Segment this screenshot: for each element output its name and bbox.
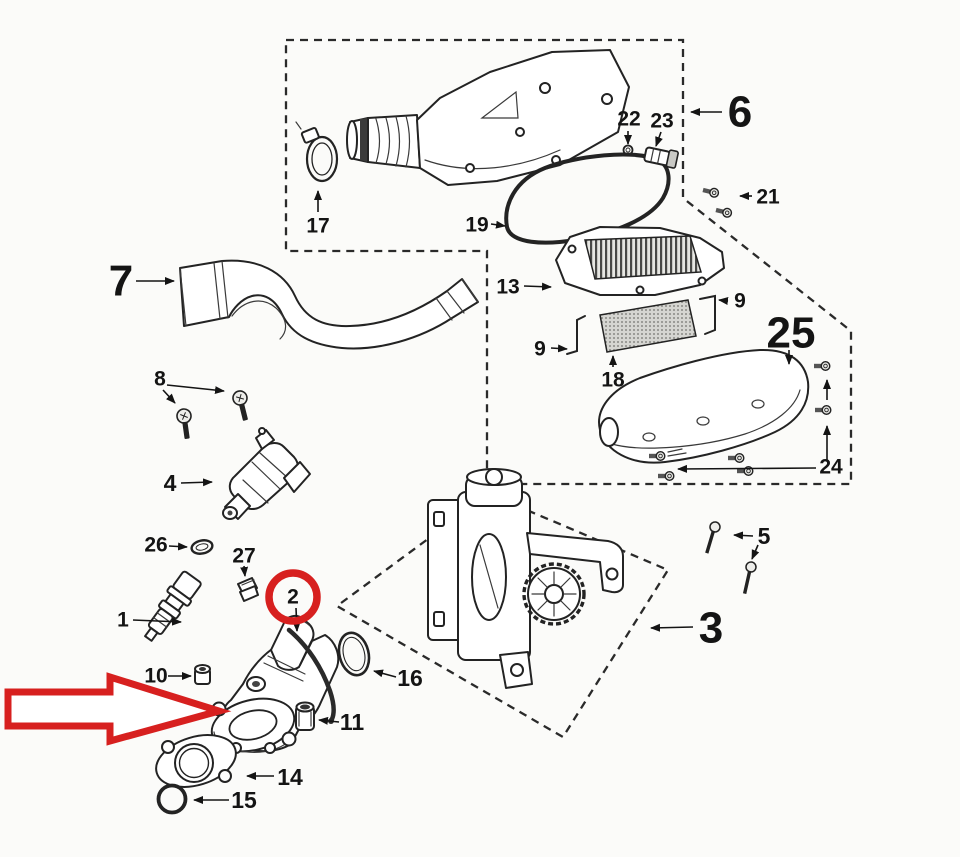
callout-8: 8 [154,368,166,391]
callout-6: 6 [728,88,752,137]
clip-left [566,315,586,355]
manifold-gasket [155,734,237,788]
clip-27 [237,577,259,602]
fuel-injector [144,570,202,642]
callout-1: 1 [117,609,129,632]
callout-26: 26 [144,534,167,557]
rubber-plug [643,146,679,169]
callout-15: 15 [231,787,257,813]
air-valve [222,427,311,520]
o-ring-26 [190,539,214,555]
callout-22: 22 [617,108,640,131]
red-highlight-arrow [4,672,232,746]
o-ring-16 [337,631,371,677]
callout-21: 21 [756,186,780,209]
cover-gasket [504,152,671,245]
clip-right [699,294,716,335]
parts-layer [144,49,832,815]
callout-14: 14 [277,764,303,790]
callout-16: 16 [397,665,423,691]
spacer-sleeve [194,664,211,685]
throttle-body [427,468,624,689]
intake-tube [179,259,479,350]
screw-pair-5 [704,519,759,596]
callout-24: 24 [819,456,843,479]
callout-2: 2 [287,586,299,609]
callout-13: 13 [496,276,519,299]
bolt-pair-8 [175,388,254,441]
throttle-gear-spokes [531,571,577,617]
air-filter-box [346,49,630,186]
small-ring [622,144,634,156]
callout-3: 3 [699,604,723,653]
callout-19: 19 [465,214,488,237]
airbox-group-boundary [284,38,853,486]
callout-18: 18 [601,369,625,392]
callout-17: 17 [306,215,329,238]
callout-5: 5 [758,523,771,549]
callout-27: 27 [232,545,255,568]
callout-10: 10 [144,665,167,688]
side-cover [598,348,810,464]
callout-7: 7 [109,257,133,306]
leader-lines [132,108,831,804]
callout-9-left: 9 [534,338,546,361]
intake-manifold [210,614,340,754]
filter-element [599,299,697,353]
callout-4: 4 [164,470,177,496]
callout-11: 11 [340,709,365,735]
o-ring-15 [156,783,188,815]
screw-pair-21 [701,185,734,219]
callout-9-right: 9 [734,290,746,313]
sleeve-11 [295,701,315,731]
highlight-annotations [4,569,321,746]
hose-clamp [295,121,339,183]
callout-labels: 17 19 22 23 6 21 13 9 9 18 25 24 5 3 16 … [109,88,843,814]
red-highlight-circle [265,569,321,625]
filter-housing [555,226,725,296]
callout-23: 23 [650,110,673,133]
callout-25: 25 [767,309,816,358]
